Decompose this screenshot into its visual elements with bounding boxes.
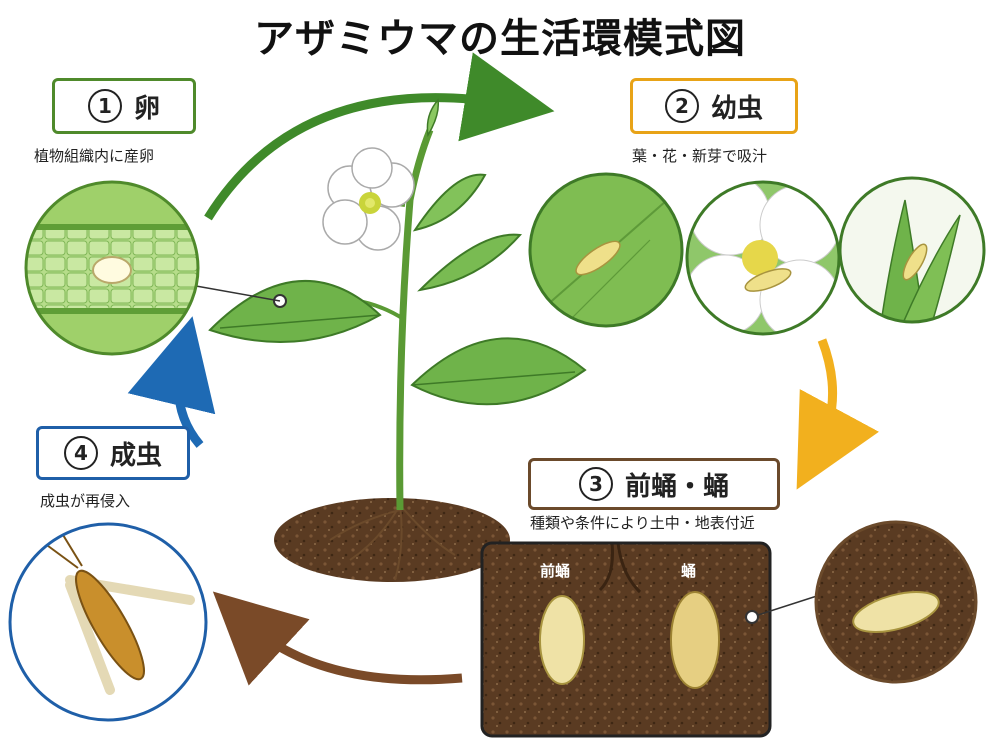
pupa-closeup-circle (814, 520, 978, 684)
stage-desc-pupa: 種類や条件により土中・地表付近 (530, 514, 755, 532)
larva-on-flower-circle (685, 180, 841, 336)
plant-flower (322, 147, 415, 251)
stage-number-3: 3 (578, 467, 613, 501)
stage-name-larva: 幼虫 (710, 93, 763, 124)
stage-desc-adult: 成虫が再侵入 (40, 492, 131, 510)
stage-box-larva: 2 幼虫 (630, 78, 798, 134)
stage-number-4: 4 (63, 436, 98, 470)
adult-thrips-circle (8, 522, 208, 722)
stage-box-pupa: 3 前蛹・蛹 (528, 458, 780, 510)
prepupa-label: 前蛹 (540, 562, 571, 580)
pupa (670, 591, 720, 689)
arrow-adult-to-egg (127, 316, 216, 448)
soil-panel (480, 541, 821, 738)
plant-leaf-right (410, 337, 587, 406)
stage-desc-larva: 葉・花・新芽で吸汁 (632, 147, 768, 165)
prepupa (539, 595, 585, 685)
stage-number-2: 2 (664, 89, 699, 123)
stage-box-egg: 1 卵 (52, 78, 196, 134)
central-plant (195, 98, 587, 582)
arrow-larva-to-pupa (796, 338, 879, 490)
larva-on-bud-circle (838, 176, 986, 324)
stage-desc-egg: 植物組織内に産卵 (34, 147, 155, 165)
larva-on-leaf-circle (528, 172, 684, 328)
egg-section-circle (24, 180, 200, 356)
stage-box-adult: 4 成虫 (36, 426, 190, 480)
egg (92, 256, 132, 284)
stage-name-egg: 卵 (133, 93, 160, 124)
stage-name-adult: 成虫 (109, 440, 162, 471)
pupa-label: 蛹 (681, 562, 697, 580)
stage-name-pupa: 前蛹・蛹 (624, 471, 729, 502)
stage-number-1: 1 (87, 89, 122, 123)
plant-leaf-left (208, 279, 382, 343)
arrow-pupa-to-adult (212, 591, 463, 686)
arrow-egg-to-larva (204, 52, 555, 221)
